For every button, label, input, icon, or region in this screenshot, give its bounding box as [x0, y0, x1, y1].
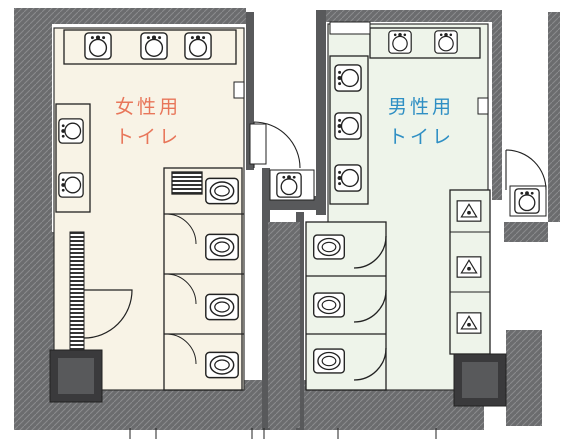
hatched-panel — [69, 231, 85, 353]
wall-fixture — [477, 97, 489, 115]
womens-label-line1: 女性用 — [115, 96, 182, 118]
right-sink-niche — [504, 149, 548, 242]
wall-fixture — [233, 81, 245, 99]
sink-icon — [434, 30, 458, 54]
stall-doors — [167, 213, 197, 365]
sink-icon — [58, 118, 84, 144]
toilet-icon — [205, 233, 239, 261]
mens-label-line1: 男性用 — [388, 96, 455, 118]
sink-icon — [514, 188, 540, 214]
sink-icon — [140, 32, 168, 60]
womens-sink-counter — [63, 29, 237, 65]
toilet-icon — [205, 293, 239, 321]
urinal-icon — [456, 312, 482, 334]
sink-icon — [184, 32, 212, 60]
mens-sink-counter — [329, 27, 481, 205]
urinal-row — [449, 189, 491, 355]
mens-restroom-label: 男性用 トイレ — [388, 92, 454, 152]
sink-icon — [334, 164, 362, 192]
toilet-icon — [312, 234, 346, 260]
sink-icon — [276, 172, 302, 198]
toilet-icon — [205, 177, 239, 205]
sink-icon — [334, 112, 362, 140]
entry-door-swing — [83, 289, 133, 339]
sink-icon — [388, 30, 412, 54]
sink-icon — [58, 172, 84, 198]
toilet-icon — [312, 292, 346, 318]
womens-side-sinks — [55, 103, 91, 213]
toilet-icon — [312, 348, 346, 374]
urinal-icon — [456, 256, 482, 278]
womens-label-line2: トイレ — [115, 126, 182, 148]
womens-restroom-label: 女性用 トイレ — [115, 92, 181, 152]
toilet-icon — [205, 351, 239, 379]
mens-label-line2: トイレ — [388, 126, 455, 148]
center-sink-niche — [249, 121, 315, 201]
sink-icon — [84, 32, 112, 60]
sink-icon — [334, 64, 362, 92]
urinal-icon — [456, 200, 482, 222]
dimension-ticks — [129, 428, 437, 439]
